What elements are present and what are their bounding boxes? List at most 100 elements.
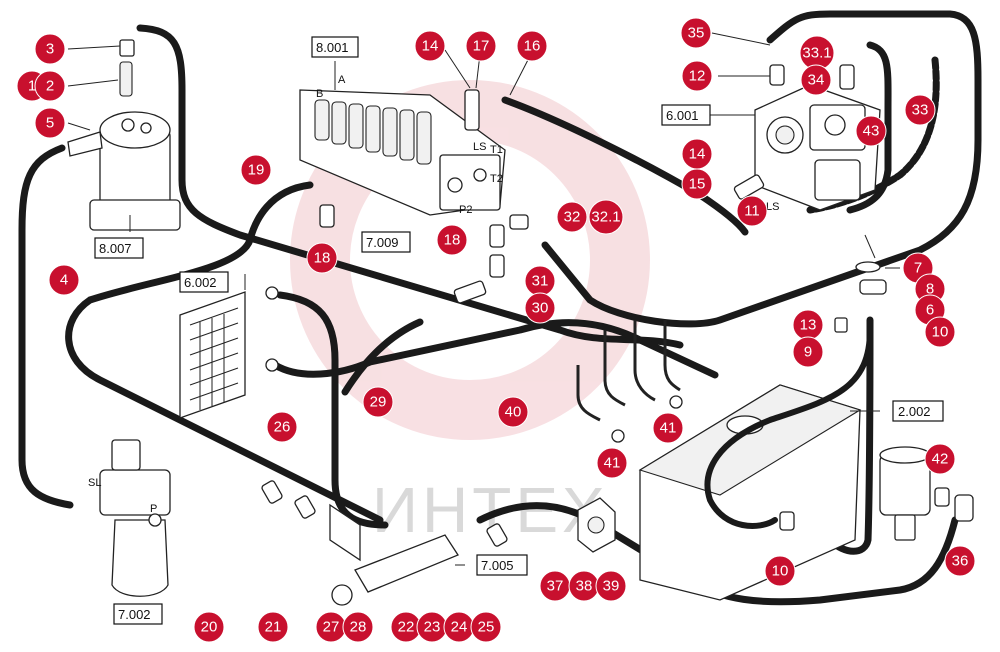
pipe-cluster xyxy=(576,320,683,443)
ref-box-7005: 7.005 xyxy=(476,554,528,576)
callout-number: 14 xyxy=(422,38,439,55)
callout-32: 32 xyxy=(556,201,588,233)
callout-number: 19 xyxy=(248,162,265,179)
callout-number: 25 xyxy=(478,619,495,636)
hose-top-left xyxy=(136,24,684,349)
callout-number: 7 xyxy=(914,260,922,277)
callout-badge xyxy=(266,411,298,443)
callout-number: 6 xyxy=(926,302,934,319)
callout-badge xyxy=(465,30,497,62)
callout-10: 10 xyxy=(924,316,956,348)
callout-38: 38 xyxy=(568,570,600,602)
port-label-ls-valve: LS xyxy=(473,141,486,153)
ref-box-7009: 7.009 xyxy=(361,231,411,253)
callout-26: 26 xyxy=(266,411,298,443)
callout-number: 24 xyxy=(451,619,468,636)
callout-number: 43 xyxy=(863,123,880,140)
cooler-fins xyxy=(189,307,239,410)
hose-26 xyxy=(276,291,389,529)
tank-suction-pipe xyxy=(704,327,873,529)
callout-number: 23 xyxy=(424,619,441,636)
port-label-a: A xyxy=(338,74,346,86)
callout-40: 40 xyxy=(497,396,529,428)
callout-number: 8 xyxy=(926,281,934,298)
callout-number: 10 xyxy=(932,324,949,341)
hose-33-1 xyxy=(846,41,892,214)
callout-10: 10 xyxy=(764,555,796,587)
callout-badge xyxy=(516,30,548,62)
callout-18: 18 xyxy=(306,242,338,274)
callout-number: 10 xyxy=(772,563,789,580)
callout-badge xyxy=(681,60,713,92)
pressure-filter: SL P xyxy=(88,439,171,597)
callout-32-1: 32.1 xyxy=(588,199,624,235)
callout-23: 23 xyxy=(416,611,448,643)
callout-badge xyxy=(34,70,66,102)
oil-cooler xyxy=(179,286,279,419)
callout-badge xyxy=(497,396,529,428)
callout-number: 12 xyxy=(689,68,706,85)
hose-right-vertical xyxy=(826,316,874,555)
hydraulic-tank xyxy=(638,327,873,601)
callout-badge xyxy=(800,64,832,96)
callout-number: 3 xyxy=(46,41,54,58)
ref-box-8001: 8.001 xyxy=(311,36,359,58)
callout-badge xyxy=(306,242,338,274)
callout-35: 35 xyxy=(680,17,712,49)
port-label-ls-pump: LS xyxy=(766,201,779,213)
hoses xyxy=(18,10,982,606)
callout-badge xyxy=(193,611,225,643)
callout-badge xyxy=(588,199,624,235)
callout-number: 41 xyxy=(660,420,677,437)
port-label-b: B xyxy=(316,88,323,100)
callout-number: 38 xyxy=(576,578,593,595)
svg-text:6.002: 6.002 xyxy=(184,275,217,290)
svg-text:2.002: 2.002 xyxy=(898,404,931,419)
callout-number: 30 xyxy=(532,300,549,317)
callout-number: 34 xyxy=(808,72,825,89)
callout-badge xyxy=(48,264,80,296)
callout-number: 35 xyxy=(688,25,705,42)
callout-31: 31 xyxy=(524,265,556,297)
callout-number: 26 xyxy=(274,419,291,436)
hose-4 xyxy=(18,144,74,509)
callout-number: 15 xyxy=(689,176,706,193)
callout-18: 18 xyxy=(436,224,468,256)
callout-14: 14 xyxy=(681,138,713,170)
callout-19: 19 xyxy=(240,154,272,186)
callout-37: 37 xyxy=(539,570,571,602)
reference-boxes: 8.001 8.007 6.001 7.009 6.002 2.002 7.00… xyxy=(94,36,944,625)
callout-41: 41 xyxy=(652,412,684,444)
callout-21: 21 xyxy=(257,611,289,643)
callout-number: 16 xyxy=(524,38,541,55)
callout-badge xyxy=(792,336,824,368)
hose-40 xyxy=(271,319,719,379)
callout-badge xyxy=(556,201,588,233)
callout-2: 2 xyxy=(34,70,66,102)
callout-number: 5 xyxy=(46,115,54,132)
callout-43: 43 xyxy=(855,115,887,147)
port-label-sl: SL xyxy=(88,477,101,489)
callout-badge xyxy=(362,386,394,418)
callout-27: 27 xyxy=(315,611,347,643)
callout-15: 15 xyxy=(681,168,713,200)
callout-badge xyxy=(904,94,936,126)
callout-number: 33 xyxy=(912,102,929,119)
callout-3: 3 xyxy=(34,33,66,65)
svg-text:8.001: 8.001 xyxy=(316,40,349,55)
callout-30: 30 xyxy=(524,292,556,324)
callout-number: 32.1 xyxy=(591,209,620,226)
port-label-t2: T2 xyxy=(490,173,503,185)
callout-11: 11 xyxy=(736,195,768,227)
callout-number: 33.1 xyxy=(802,45,831,62)
callout-42: 42 xyxy=(924,443,956,475)
callout-41: 41 xyxy=(596,447,628,479)
callout-badge xyxy=(414,30,446,62)
ref-box-8007: 8.007 xyxy=(94,237,144,259)
callout-number: 36 xyxy=(952,553,969,570)
callout-number: 13 xyxy=(800,317,817,334)
components: A B P2 T1 T2 LS LS xyxy=(67,39,974,606)
callout-badge xyxy=(681,168,713,200)
callout-33: 33 xyxy=(904,94,936,126)
leader-lines xyxy=(67,32,900,566)
